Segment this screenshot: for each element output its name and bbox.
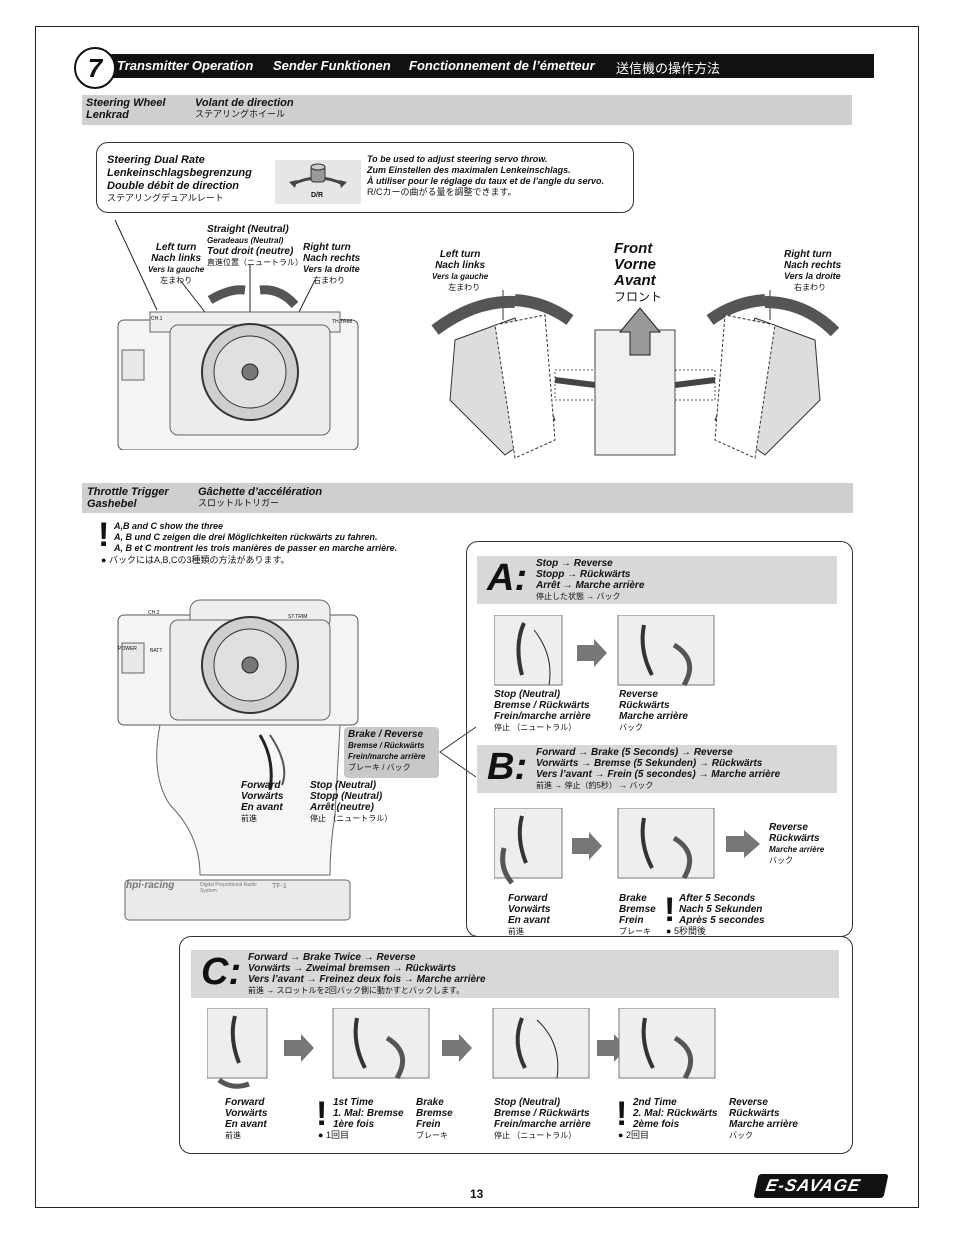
method-b-note-jp: ● 5秒間後 — [666, 926, 706, 936]
tx-th-trim-label: TH.TRIM — [332, 319, 353, 325]
tx-power-label: POWER — [118, 646, 137, 652]
front-label: Front Vorne Avant フロント — [614, 240, 663, 305]
dr-knob-label: D/R — [311, 192, 324, 199]
method-c-exclamation-2-icon: ! — [616, 1095, 628, 1133]
dr-knob-icon — [289, 163, 347, 188]
dual-rate-desc-fr: À utiliser pour le réglage du taux et de… — [367, 176, 605, 186]
method-c-letter: C: — [201, 951, 242, 993]
title-en: Transmitter Operation — [117, 58, 254, 73]
throttle-bar-fr: Gâchette d’accélération — [198, 486, 323, 498]
car-steering-illustration — [431, 290, 840, 459]
steering-bar-en: Steering Wheel — [86, 97, 166, 109]
steering-bar-jp: ステアリングホイール — [195, 109, 286, 119]
dual-rate-de: Lenkeinschlagsbegrenzung — [107, 167, 252, 179]
method-b-bar: B: Forward → Brake (5 Seconds) → Reverse… — [477, 745, 837, 793]
steering-bar-fr: Volant de direction — [195, 97, 294, 109]
section-header: Transmitter Operation Sender Funktionen … — [82, 54, 874, 78]
tx-ch2-label: CH.2 — [148, 610, 160, 616]
throttle-note-jp: ● バックにはA,B,Cの3種類の方法があります。 — [101, 555, 290, 565]
steering-bar: Steering Wheel Lenkrad Volant de directi… — [82, 95, 852, 125]
transmitter-steering-illustration — [114, 219, 359, 450]
brake-reverse-label-box: Brake / Reverse Bremse / Rückwärts Frein… — [344, 727, 439, 778]
throttle-bar-en: Throttle Trigger — [87, 486, 169, 498]
title-fr: Fonctionnement de l’émetteur — [409, 58, 595, 73]
method-b-letter: B: — [487, 746, 528, 788]
tx-ch1-label: CH.1 — [151, 316, 163, 322]
method-b-exclamation-icon: ! — [664, 891, 676, 929]
method-a-steps-illustration — [494, 615, 715, 687]
dual-rate-desc-de: Zum Einstellen des maximalen Lenkeinschl… — [367, 165, 571, 175]
tx-product: Digital Proportional Radio System — [200, 882, 257, 894]
throttle-bar-de: Gashebel — [87, 498, 137, 510]
dr-knob-panel: D/R — [275, 160, 361, 204]
tx-model: TF-1 — [272, 883, 287, 890]
dual-rate-desc-jp: R/Cカーの曲がる量を調整できます。 — [367, 187, 517, 197]
method-b-steps-illustration — [494, 808, 760, 885]
straight-label: Straight (Neutral) Geradeaus (Neutral) T… — [207, 224, 303, 267]
tx-batt-label: BATT — [150, 648, 163, 654]
throttle-bar-jp: スロットルトリガー — [198, 498, 280, 508]
esavage-logo: E-SAVAGE — [753, 1174, 889, 1198]
dual-rate-jp: ステアリングデュアルレート — [107, 193, 224, 203]
method-c-note1-jp: ● 1回目 — [318, 1130, 349, 1140]
steering-bar-de: Lenkrad — [86, 109, 129, 121]
dual-rate-fr: Double débit de direction — [107, 180, 240, 192]
throttle-note: A,B and C show the three A, B und C zeig… — [114, 521, 398, 553]
throttle-bar: Throttle Trigger Gashebel Gâchette d’acc… — [82, 483, 853, 513]
tx-st-trim-label: ST.TRIM — [288, 614, 308, 620]
dual-rate-callout: Steering Dual Rate Lenkeinschlagsbegrenz… — [96, 142, 634, 213]
method-c-note2-jp: ● 2回目 — [618, 1130, 649, 1140]
title-de: Sender Funktionen — [273, 58, 391, 73]
section-number: 7 — [74, 47, 116, 89]
page-frame — [35, 26, 919, 1208]
method-a-letter: A: — [487, 557, 528, 599]
page-number: 13 — [470, 1187, 484, 1201]
dual-rate-en: Steering Dual Rate — [107, 154, 205, 166]
dual-rate-desc-en: To be used to adjust steering servo thro… — [367, 154, 548, 164]
throttle-note-exclamation-icon: ! — [98, 516, 110, 554]
method-c-exclamation-1-icon: ! — [316, 1095, 328, 1133]
transmitter-illustration — [117, 599, 359, 921]
tx-brand: hpi·racing — [126, 880, 175, 891]
title-jp: 送信機の操作方法 — [616, 61, 721, 76]
callout-pointer — [439, 726, 477, 778]
method-c-steps-illustration — [207, 1008, 716, 1089]
stop-neutral-label: Stop (Neutral)Stopp (Neutral)Arrêt (neut… — [310, 780, 393, 823]
